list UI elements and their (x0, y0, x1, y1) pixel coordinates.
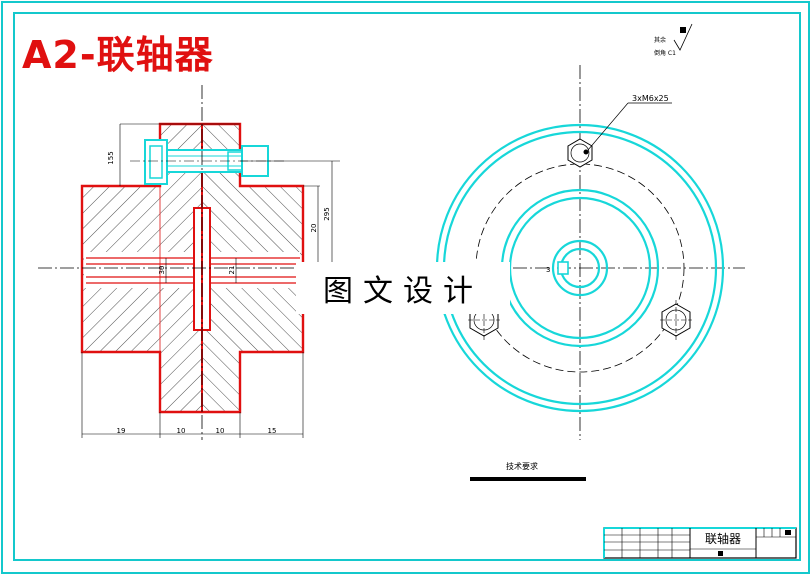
dim-30: 30 (158, 266, 166, 275)
section-view (38, 85, 340, 440)
dim-19: 19 (117, 427, 126, 435)
bolt-callout: 3xM6x25 (632, 94, 669, 103)
drawing-title: A2-联轴器 (22, 33, 214, 77)
svg-text:3: 3 (546, 266, 550, 274)
dim-10b: 10 (216, 427, 225, 435)
tech-requirements: 技术要求 (506, 461, 538, 471)
dim-15: 15 (268, 427, 277, 435)
title-block (603, 527, 797, 559)
tech-requirements-bar (470, 477, 586, 481)
chamfer-note: 倒角 C1 (654, 49, 676, 57)
watermark-banner: 图文设计 (296, 262, 510, 314)
dim-155: 155 (107, 151, 115, 164)
dim-295: 295 (323, 207, 331, 220)
title-block-name: 联轴器 (704, 532, 741, 546)
dim-21: 21 (228, 266, 236, 275)
end-view: 3 (425, 65, 745, 440)
roughness-symbol (673, 23, 693, 51)
dim-10a: 10 (177, 427, 186, 435)
inner-frame (13, 12, 801, 561)
dim-20: 20 (310, 224, 318, 233)
roughness-rest: 其余 (654, 36, 666, 44)
